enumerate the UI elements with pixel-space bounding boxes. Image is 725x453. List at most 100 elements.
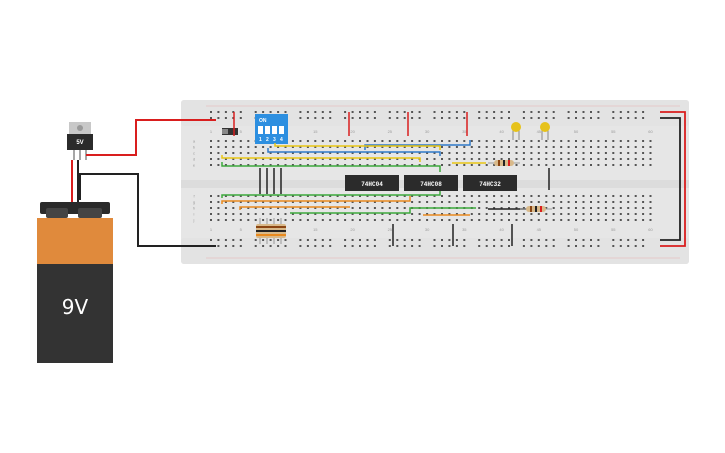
breadboard-hole (522, 111, 525, 113)
breadboard-hole (463, 117, 466, 119)
breadboard-hole (262, 245, 265, 247)
breadboard-hole (612, 146, 615, 148)
breadboard-hole (373, 140, 376, 142)
breadboard-hole (284, 164, 287, 166)
breadboard-hole (396, 207, 399, 209)
breadboard-hole (537, 245, 540, 247)
breadboard-hole (537, 158, 540, 160)
dip-switch[interactable]: ON 1 2 3 4 (255, 114, 288, 144)
breadboard-hole (396, 164, 399, 166)
breadboard-hole (448, 140, 451, 142)
breadboard-hole (396, 219, 399, 221)
breadboard-hole (582, 117, 585, 119)
breadboard-hole (224, 239, 227, 241)
breadboard-hole (277, 239, 280, 241)
voltage-regulator[interactable]: 5V (67, 122, 93, 160)
breadboard-hole (277, 195, 280, 197)
breadboard-hole (336, 140, 339, 142)
breadboard-hole (619, 158, 622, 160)
row-letter: d (193, 157, 195, 162)
breadboard-hole (604, 201, 607, 203)
breadboard-hole (217, 158, 220, 160)
breadboard-hole (493, 207, 496, 209)
breadboard-hole (299, 146, 302, 148)
breadboard-hole (545, 201, 548, 203)
resistor-2[interactable] (520, 206, 552, 212)
breadboard-hole (634, 195, 637, 197)
breadboard-hole (359, 245, 361, 247)
breadboard-hole (463, 140, 466, 142)
breadboard-hole (627, 245, 630, 247)
breadboard-hole (262, 146, 265, 148)
breadboard-hole (411, 146, 414, 148)
breadboard-hole (619, 219, 622, 221)
breadboard-hole (619, 164, 622, 166)
breadboard-hole (515, 146, 518, 148)
breadboard-hole (254, 152, 257, 154)
breadboard-hole (217, 219, 220, 221)
breadboard-hole (441, 245, 443, 247)
breadboard-hole (537, 239, 540, 241)
breadboard-hole (217, 117, 220, 119)
slide-switch[interactable] (222, 128, 238, 135)
resistor-1[interactable] (488, 160, 520, 166)
breadboard-hole (373, 239, 376, 241)
battery-9v[interactable]: 9V (37, 202, 113, 363)
breadboard-hole (441, 146, 443, 148)
breadboard-hole (277, 201, 280, 203)
chip-74hc32[interactable]: 74HC32 (463, 175, 517, 191)
breadboard-hole (306, 219, 309, 221)
breadboard-hole (351, 146, 354, 148)
breadboard-hole (299, 158, 302, 160)
breadboard-hole (388, 146, 391, 148)
breadboard-hole (239, 245, 242, 247)
breadboard-hole (448, 213, 451, 215)
led-1[interactable] (511, 122, 521, 140)
breadboard-hole (455, 239, 458, 241)
breadboard-hole (411, 152, 414, 154)
row-letter: e (193, 163, 196, 168)
breadboard-hole (515, 219, 518, 221)
breadboard-hole (649, 158, 652, 160)
breadboard-hole (411, 219, 414, 221)
breadboard-hole (336, 201, 339, 203)
breadboard-hole (373, 201, 376, 203)
breadboard-hole (537, 201, 540, 203)
resistor-array[interactable] (256, 218, 286, 244)
breadboard-hole (373, 213, 376, 215)
breadboard-hole (269, 213, 272, 215)
breadboard-hole (597, 117, 600, 119)
breadboard-hole (321, 158, 324, 160)
breadboard-hole (627, 195, 630, 197)
breadboard-hole (284, 201, 287, 203)
breadboard-hole (604, 207, 607, 209)
breadboard-hole (441, 219, 443, 221)
breadboard-hole (485, 195, 488, 197)
column-number: 5 (240, 227, 243, 232)
chip-74hc08[interactable]: 74HC08 (404, 175, 458, 191)
breadboard-hole (269, 195, 272, 197)
breadboard-hole (262, 213, 265, 215)
breadboard-hole (210, 158, 212, 160)
breadboard-hole (433, 195, 436, 197)
breadboard-hole (314, 207, 317, 209)
breadboard-hole (485, 245, 488, 247)
chip-74hc04[interactable]: 74HC04 (345, 175, 399, 191)
breadboard-hole (470, 152, 473, 154)
breadboard-hole (247, 140, 250, 142)
breadboard-hole (217, 195, 220, 197)
breadboard-hole (530, 164, 533, 166)
breadboard-hole (314, 111, 317, 113)
led-2[interactable] (540, 122, 550, 140)
breadboard-hole (254, 195, 257, 197)
breadboard-hole (545, 239, 548, 241)
breadboard-hole (411, 140, 414, 142)
breadboard-hole (329, 213, 332, 215)
breadboard-hole (277, 207, 280, 209)
breadboard-hole (522, 146, 525, 148)
column-number: 55 (611, 129, 616, 134)
breadboard-hole (247, 164, 250, 166)
breadboard-hole (336, 207, 339, 209)
breadboard-hole (217, 164, 220, 166)
breadboard-hole (508, 146, 510, 148)
